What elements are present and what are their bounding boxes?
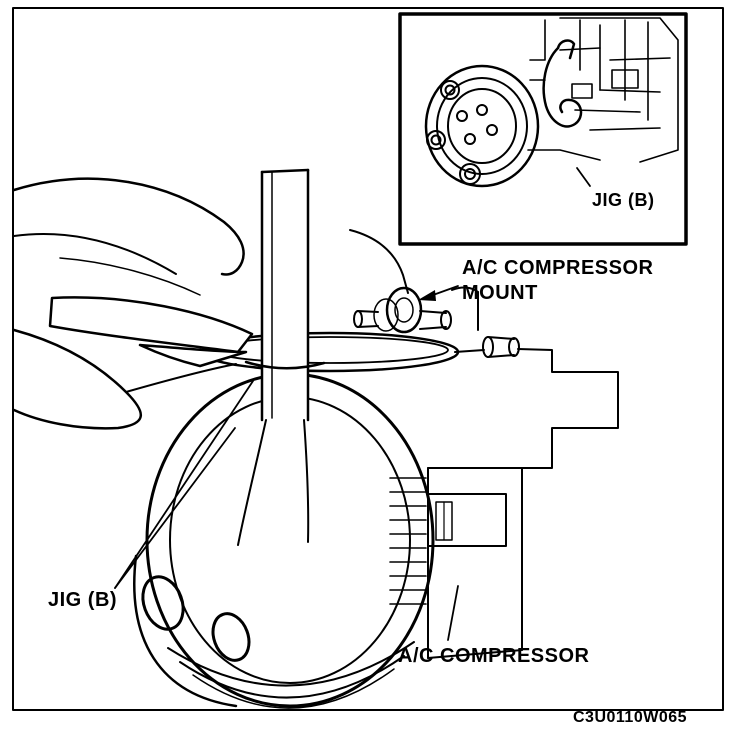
leader-lines xyxy=(114,285,459,641)
clutch-hole xyxy=(141,575,185,631)
clutch-plate-edge xyxy=(133,554,238,708)
arrowhead xyxy=(418,290,436,301)
inset-detail: JIG (B) xyxy=(398,12,688,246)
pulley-inner-rim xyxy=(169,396,411,684)
inset-pulley xyxy=(424,64,540,188)
compressor-pulley-drawing xyxy=(133,372,435,709)
label-compressor-mount-line2: MOUNT xyxy=(462,282,538,304)
figure-code: C3U0110W065 xyxy=(573,709,687,726)
compressor-ribs xyxy=(389,477,427,605)
inset-compressor-body xyxy=(527,17,679,163)
jig-ring-front-edge xyxy=(244,360,326,370)
inset-leader-line xyxy=(576,167,591,187)
clutch-hole xyxy=(211,612,251,662)
hand-drawing xyxy=(12,177,254,430)
label-compressor-mount-line1: A/C COMPRESSOR xyxy=(462,257,654,279)
compressor-mount-drawing xyxy=(353,286,452,334)
inset-label-jig: JIG (B) xyxy=(592,190,655,210)
jig-bar xyxy=(237,168,310,546)
figure-border xyxy=(12,7,724,711)
label-jig: JIG (B) xyxy=(48,589,117,611)
label-compressor: A/C COMPRESSOR xyxy=(398,645,590,667)
inset-jig-wire xyxy=(542,39,583,128)
engine-bracket-drawing xyxy=(349,229,619,659)
labels: A/C COMPRESSOR MOUNT JIG (B) A/C COMPRES… xyxy=(48,257,687,726)
